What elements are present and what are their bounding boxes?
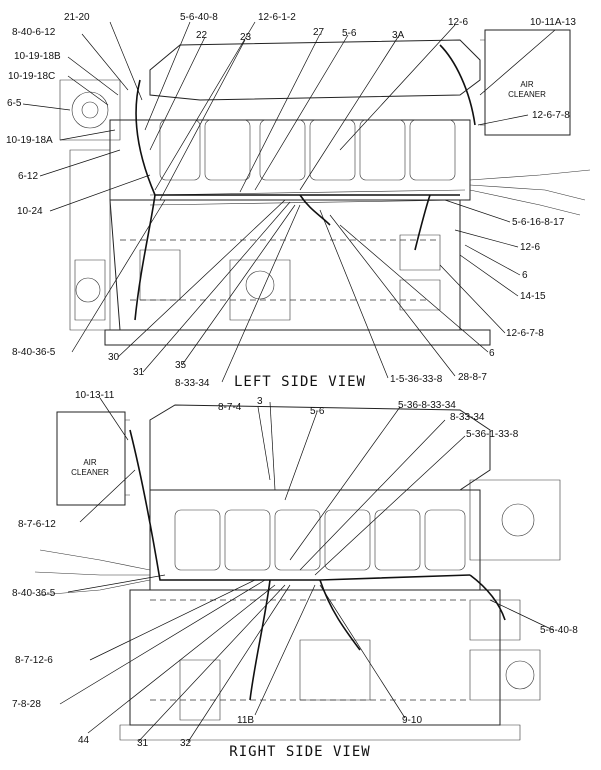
callout-30: 30 bbox=[108, 352, 120, 363]
right-air-cleaner-label-2: CLEANER bbox=[71, 468, 109, 477]
callout-12-6-1-2: 12-6-1-2 bbox=[258, 12, 296, 23]
callout-5-36-1-33-8: 5-36-1-33-8 bbox=[466, 429, 519, 440]
left-air-cleaner: AIR CLEANER bbox=[480, 29, 571, 136]
left-view-title: LEFT SIDE VIEW bbox=[234, 374, 366, 390]
callout-28-8-7: 28-8-7 bbox=[458, 372, 487, 383]
callout-8-7-12-6: 8-7-12-6 bbox=[15, 655, 53, 666]
callout-21-20: 21-20 bbox=[64, 12, 90, 23]
callout-12-6-right: 12-6 bbox=[520, 242, 540, 253]
callout-5-36-8-33-34: 5-36-8-33-34 bbox=[398, 400, 456, 411]
right-air-cleaner: AIR CLEANER bbox=[56, 411, 130, 506]
callout-5-6-40-8-right: 5-6-40-8 bbox=[540, 625, 578, 636]
callout-31-right: 31 bbox=[137, 738, 149, 749]
callout-3: 3 bbox=[257, 396, 263, 407]
callout-5-6: 5-6 bbox=[310, 406, 325, 417]
callout-5-6: 5-6 bbox=[342, 28, 357, 39]
left-leader-lines bbox=[22, 21, 556, 383]
right-engine-outline bbox=[34, 404, 561, 741]
callout-35: 35 bbox=[175, 360, 187, 371]
callout-8-40-6-12: 8-40-6-12 bbox=[12, 27, 56, 38]
left-air-cleaner-label-1: AIR bbox=[520, 80, 534, 89]
callout-10-24: 10-24 bbox=[17, 206, 43, 217]
callout-10-19-18a: 10-19-18A bbox=[6, 135, 53, 146]
callout-5-6-16-8-17: 5-6-16-8-17 bbox=[512, 217, 565, 228]
callout-11b: 11B bbox=[237, 715, 254, 726]
callout-8-7-6-12: 8-7-6-12 bbox=[18, 519, 56, 530]
callout-3a: 3A bbox=[392, 30, 405, 41]
callout-6-lower: 6 bbox=[489, 348, 495, 359]
callout-31: 31 bbox=[133, 367, 145, 378]
callout-8-40-36-5: 8-40-36-5 bbox=[12, 347, 56, 358]
right-view-title: RIGHT SIDE VIEW bbox=[229, 744, 370, 760]
callout-14-15: 14-15 bbox=[520, 291, 546, 302]
callout-9-10: 9-10 bbox=[402, 715, 422, 726]
callout-23: 23 bbox=[240, 32, 252, 43]
callout-6-5: 6-5 bbox=[7, 98, 22, 109]
left-callouts: 21-20 8-40-6-12 10-19-18B 10-19-18C 6-5 … bbox=[6, 12, 576, 389]
callout-27: 27 bbox=[313, 27, 325, 38]
callout-7-8-28: 7-8-28 bbox=[12, 699, 41, 710]
callout-6-upper: 6 bbox=[522, 270, 528, 281]
callout-8-40-36-5-right: 8-40-36-5 bbox=[12, 588, 56, 599]
callout-5-6-40-8: 5-6-40-8 bbox=[180, 12, 218, 23]
callout-10-19-18c: 10-19-18C bbox=[8, 71, 55, 82]
right-leader-lines bbox=[59, 397, 554, 743]
left-side-view: AIR CLEANER bbox=[6, 12, 591, 390]
left-wiring-harness bbox=[134, 44, 476, 321]
left-engine-outline bbox=[59, 39, 591, 346]
right-air-cleaner-label-1: AIR bbox=[83, 458, 97, 467]
callout-1-5-36-33-8: 1-5-36-33-8 bbox=[390, 374, 443, 385]
callout-32: 32 bbox=[180, 738, 192, 749]
callout-12-6-top: 12-6 bbox=[448, 17, 468, 28]
right-wiring-harness bbox=[129, 429, 506, 701]
callout-8-33-34: 8-33-34 bbox=[175, 378, 210, 389]
callout-12-6-7-8-bottom: 12-6-7-8 bbox=[506, 328, 544, 339]
callout-8-7-4: 8-7-4 bbox=[218, 402, 242, 413]
left-air-cleaner-label-2: CLEANER bbox=[508, 90, 546, 99]
callout-44: 44 bbox=[78, 735, 90, 746]
callout-8-33-34-right: 8-33-34 bbox=[450, 412, 485, 423]
right-side-view: AIR CLEANER bbox=[12, 390, 578, 760]
callout-12-6-7-8-top: 12-6-7-8 bbox=[532, 110, 570, 121]
callout-22: 22 bbox=[196, 30, 208, 41]
right-callouts: 10-13-11 8-7-4 3 5-6 5-36-8-33-34 8-33-3… bbox=[12, 390, 578, 749]
callout-10-19-18b: 10-19-18B bbox=[14, 51, 61, 62]
callout-10-13-11: 10-13-11 bbox=[75, 390, 115, 401]
callout-6-12: 6-12 bbox=[18, 171, 38, 182]
callout-10-11a-13: 10-11A-13 bbox=[530, 17, 576, 28]
